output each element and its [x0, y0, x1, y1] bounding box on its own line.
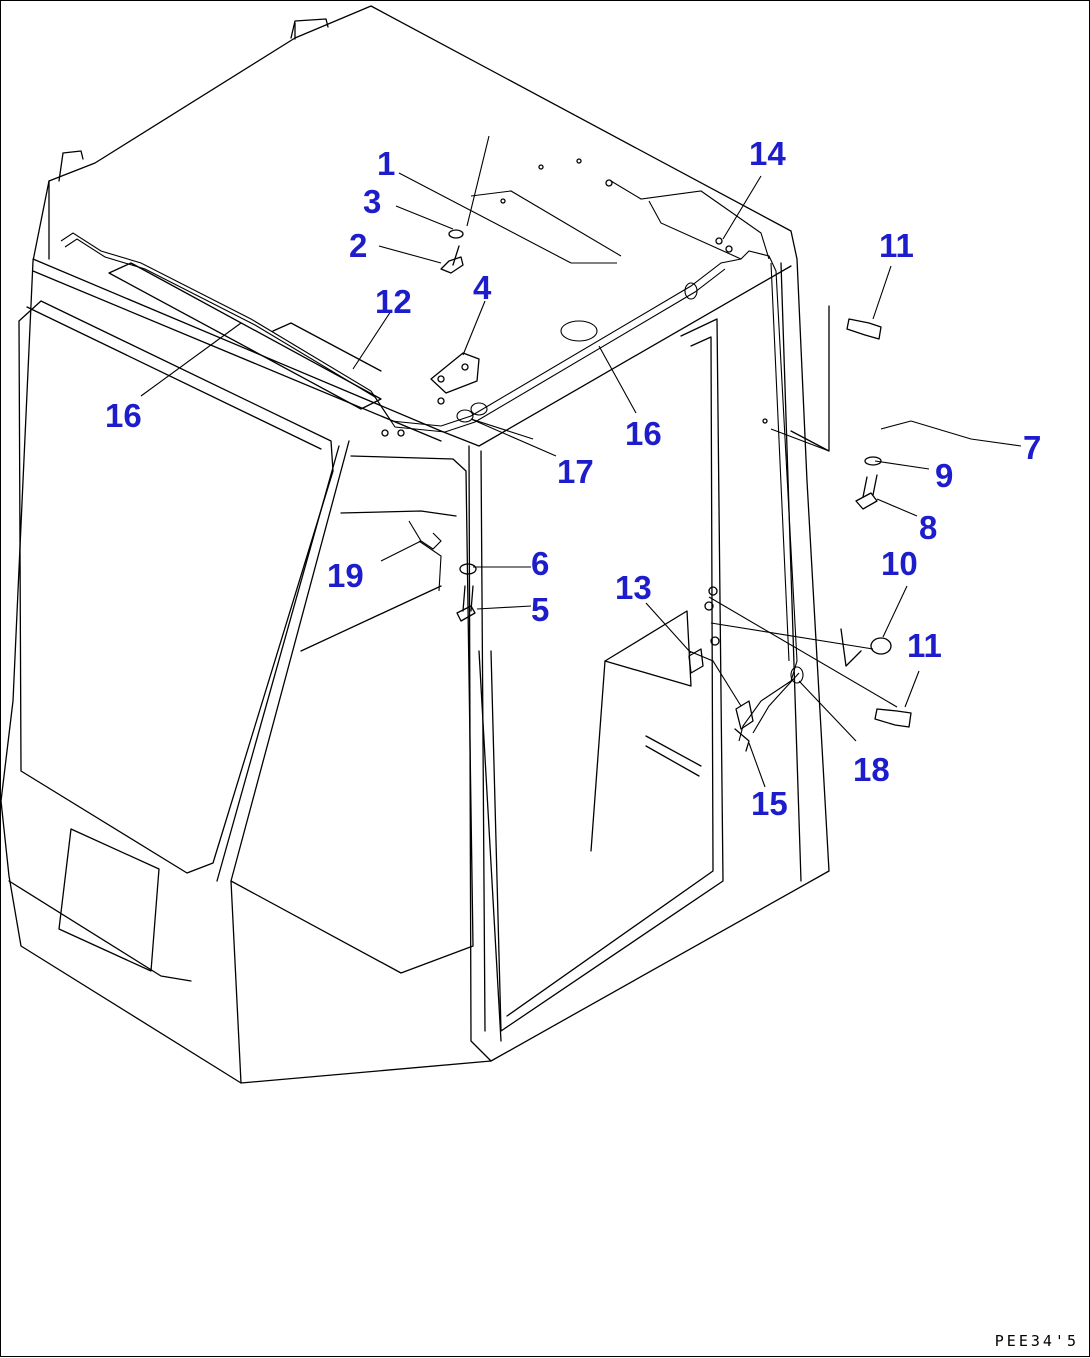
callout-7: 7: [1023, 429, 1042, 466]
callout-10: 10: [881, 545, 918, 582]
callout-14: 14: [749, 135, 786, 172]
leader-lines: [140, 135, 1022, 788]
callout-16-left: 16: [105, 397, 142, 434]
callout-4: 4: [473, 269, 492, 306]
callout-13: 13: [615, 569, 652, 606]
callout-9: 9: [935, 457, 954, 494]
drawing-code: PEE34'5: [994, 1332, 1079, 1350]
callout-8: 8: [919, 509, 938, 546]
callout-15: 15: [751, 785, 788, 822]
parts: [381, 158, 912, 752]
callout-19: 19: [327, 557, 364, 594]
callout-12: 12: [375, 283, 412, 320]
callout-16-right: 16: [625, 415, 662, 452]
cab-body: [1, 5, 862, 1084]
callout-11-lower: 11: [907, 627, 942, 664]
callout-1: 1: [377, 145, 396, 182]
callout-18: 18: [853, 751, 890, 788]
callout-5: 5: [531, 591, 550, 628]
callout-2: 2: [349, 227, 368, 264]
wire-harness: [60, 180, 804, 742]
callout-6: 6: [531, 545, 550, 582]
callout-11-upper: 11: [879, 227, 914, 264]
callout-17: 17: [557, 453, 594, 490]
callout-3: 3: [363, 183, 382, 220]
